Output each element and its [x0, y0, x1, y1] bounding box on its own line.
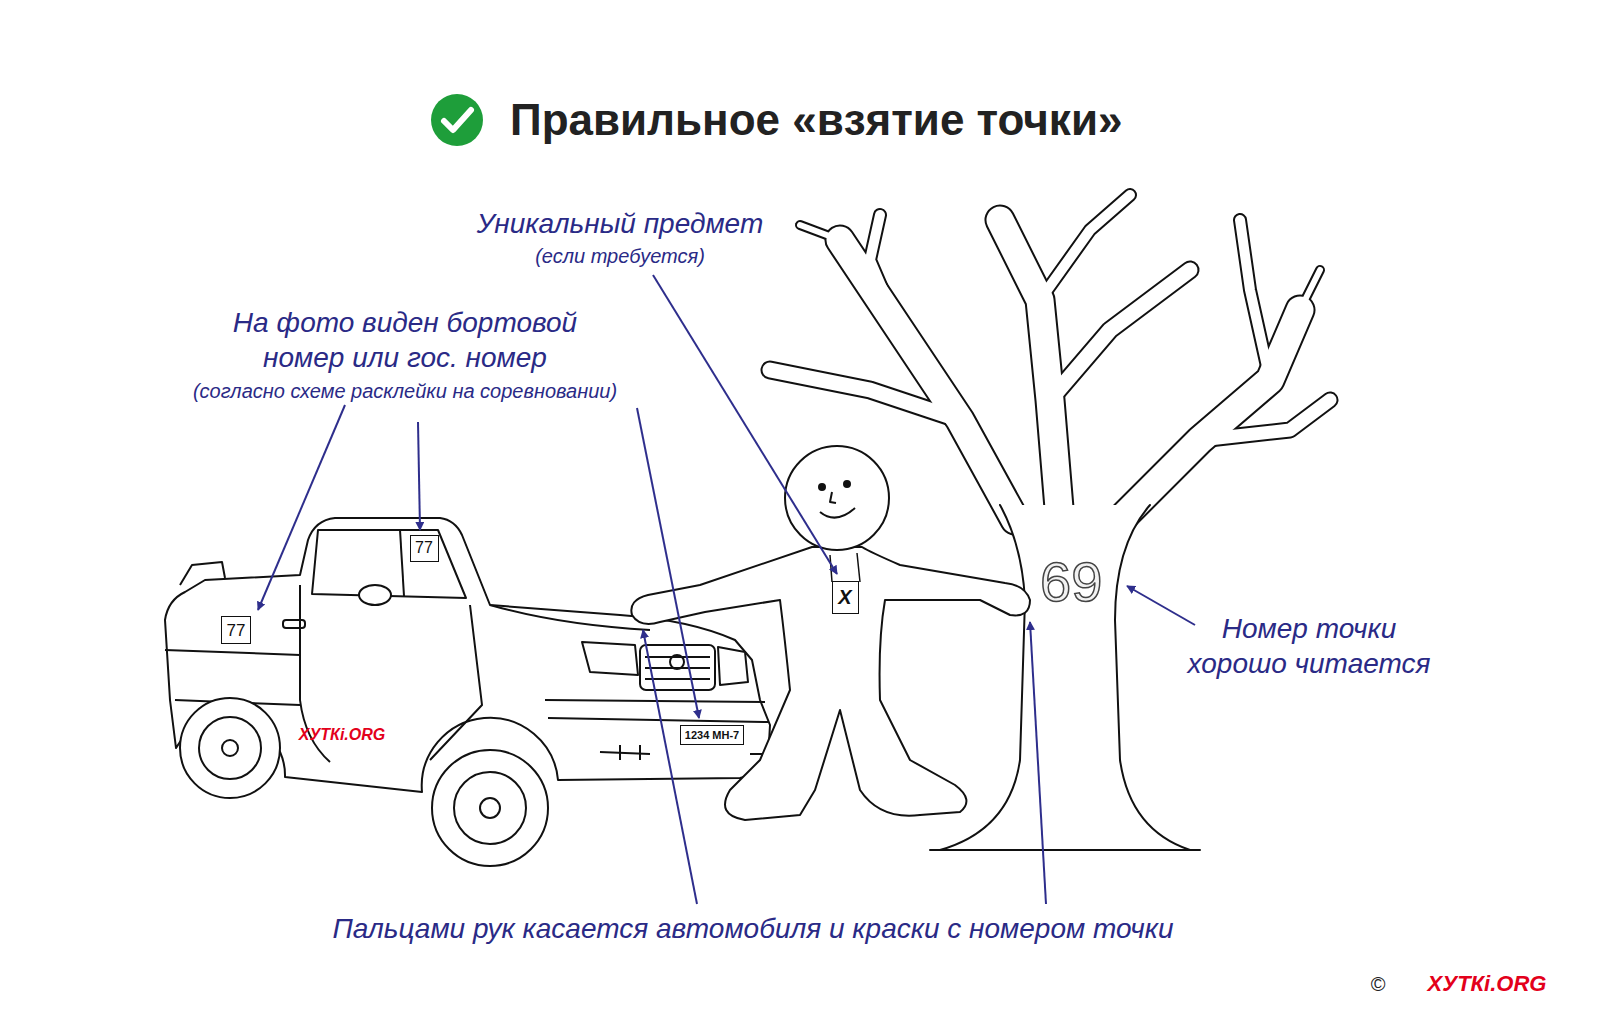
watermark: ХУТКi.ORG: [1428, 970, 1547, 998]
callout-label: Номер точки хорошо читается: [1178, 611, 1440, 681]
point-number: 69: [1040, 547, 1102, 617]
callout-label: Уникальный предмет: [477, 206, 763, 241]
callout-note: (если требуется): [535, 244, 705, 269]
car: [165, 518, 770, 792]
unique-item-badge: X: [832, 581, 859, 614]
check-icon: [431, 94, 483, 146]
person: [631, 446, 1030, 820]
node-text: 1234 MH-7: [685, 730, 739, 741]
callout-label: На фото виден бортовой номер или гос. но…: [210, 305, 600, 375]
car-logo: ХУТКi.ORG: [299, 725, 385, 745]
caption-label: Пальцами рук касается автомобиля и краск…: [332, 911, 1173, 946]
node-text: X: [838, 587, 851, 607]
license-plate: 1234 MH-7: [680, 725, 744, 745]
side-number-sticker: 77: [221, 616, 251, 644]
windshield-number-sticker: 77: [410, 535, 439, 562]
node-text: 77: [415, 540, 433, 556]
copyright-sign: ©: [1371, 972, 1386, 997]
title: Правильное «взятие точки»: [510, 95, 1122, 145]
wheels: [180, 698, 548, 866]
callout-note: (согласно схеме расклейки на соревновани…: [193, 379, 617, 404]
node-text: 77: [227, 622, 246, 639]
